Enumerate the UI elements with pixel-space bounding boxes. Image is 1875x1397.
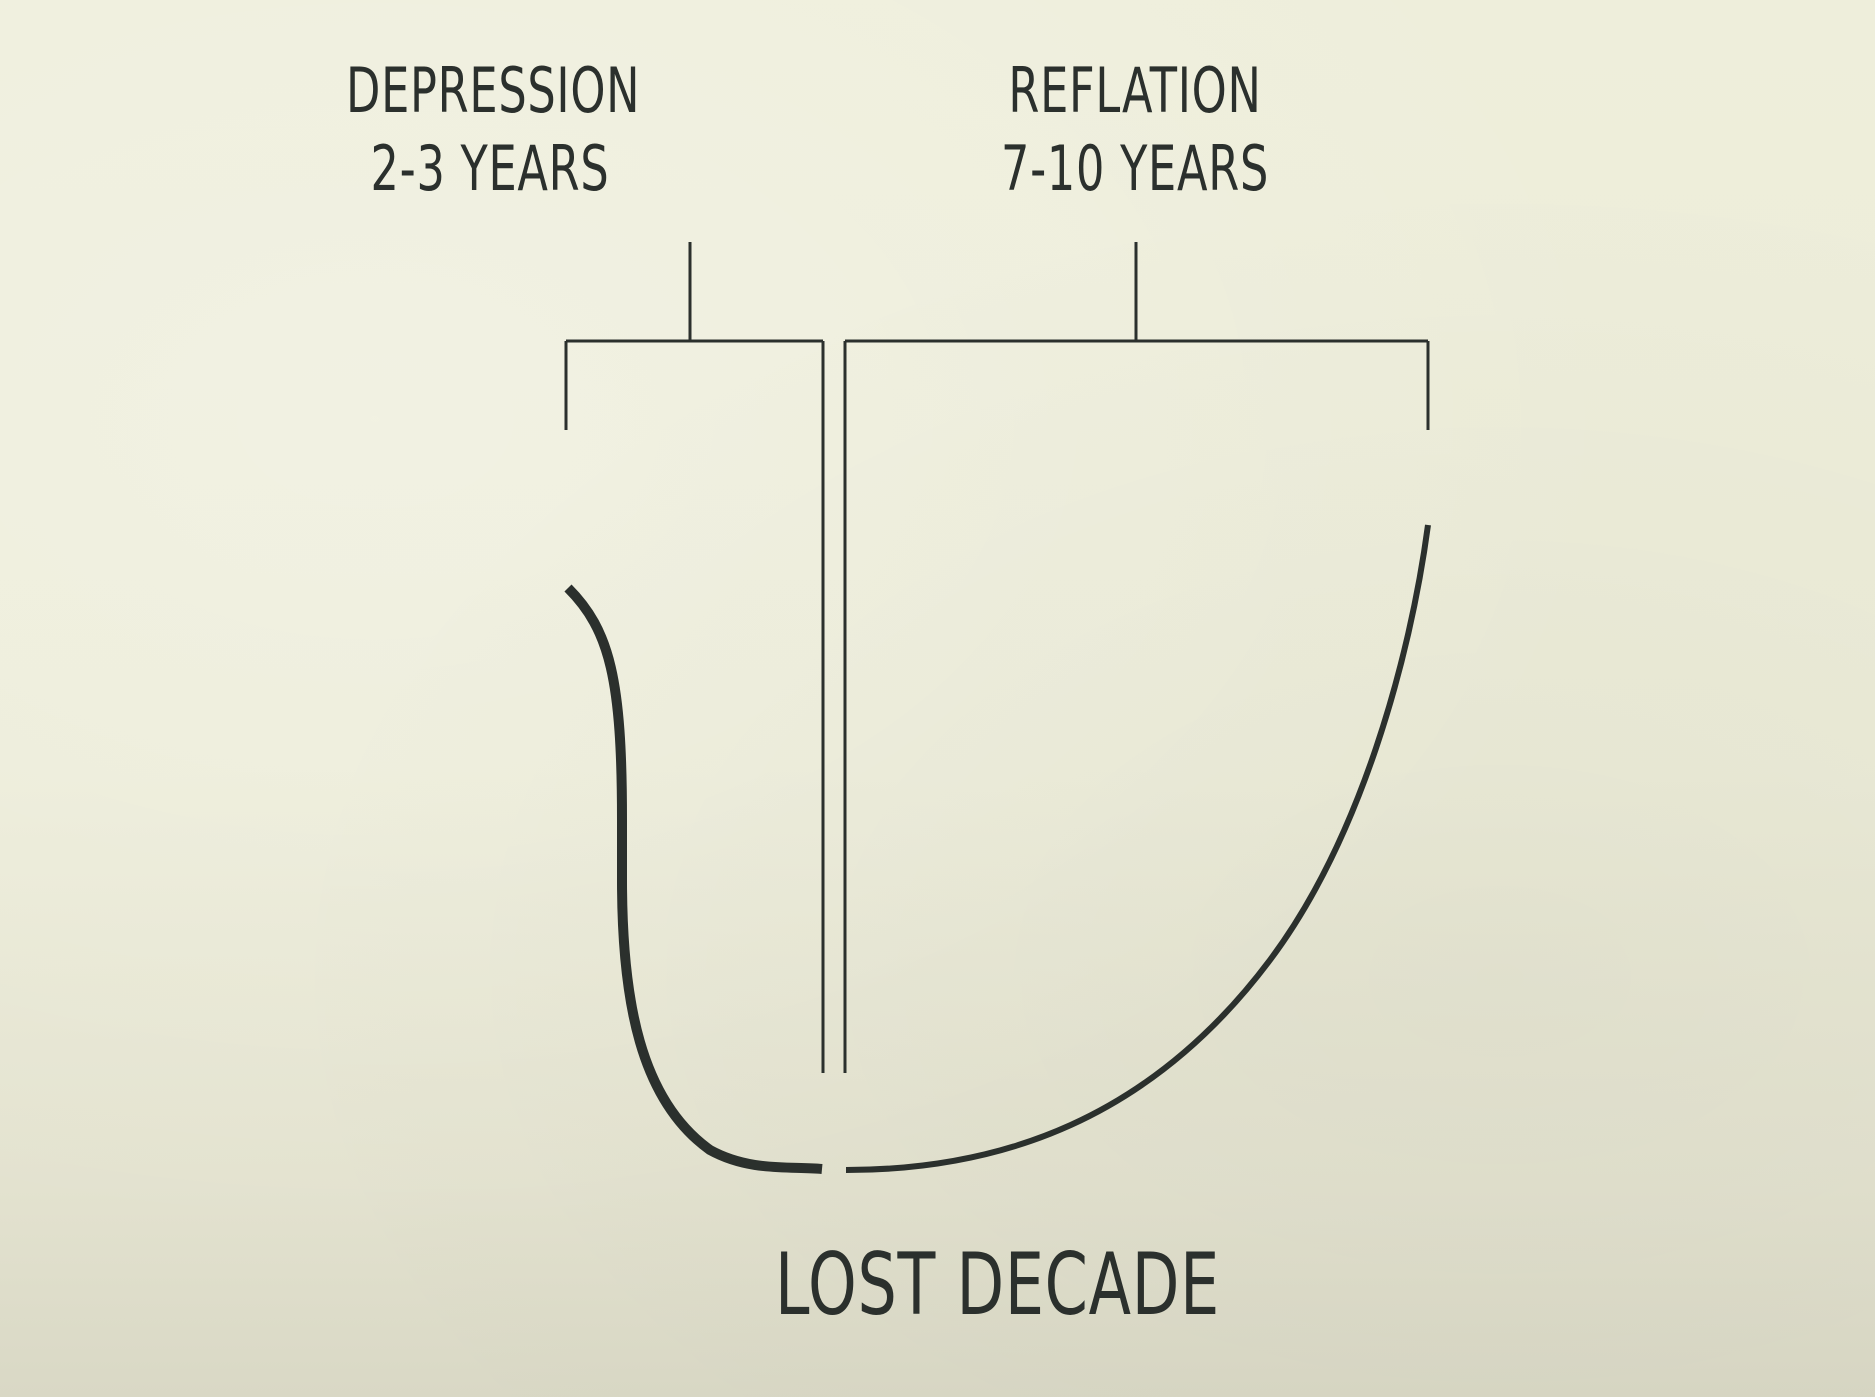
- depression-duration: 2-3 YEARS: [370, 132, 610, 205]
- lost-decade-title: LOST DECADE: [775, 1235, 1220, 1335]
- reflation-curve: [845, 524, 1431, 1173]
- reflation-label: REFLATION 7-10 YEARS: [991, 52, 1279, 208]
- reflation-title: REFLATION: [1008, 54, 1262, 127]
- lost-decade-label: LOST DECADE: [775, 1235, 1220, 1335]
- depression-title: DEPRESSION: [346, 54, 641, 127]
- reflation-duration: 7-10 YEARS: [1000, 132, 1270, 205]
- depression-curve: [564, 584, 823, 1174]
- depression-bracket: [564, 242, 825, 1073]
- depression-label: DEPRESSION 2-3 YEARS: [346, 52, 641, 208]
- reflation-bracket: [843, 242, 1430, 1073]
